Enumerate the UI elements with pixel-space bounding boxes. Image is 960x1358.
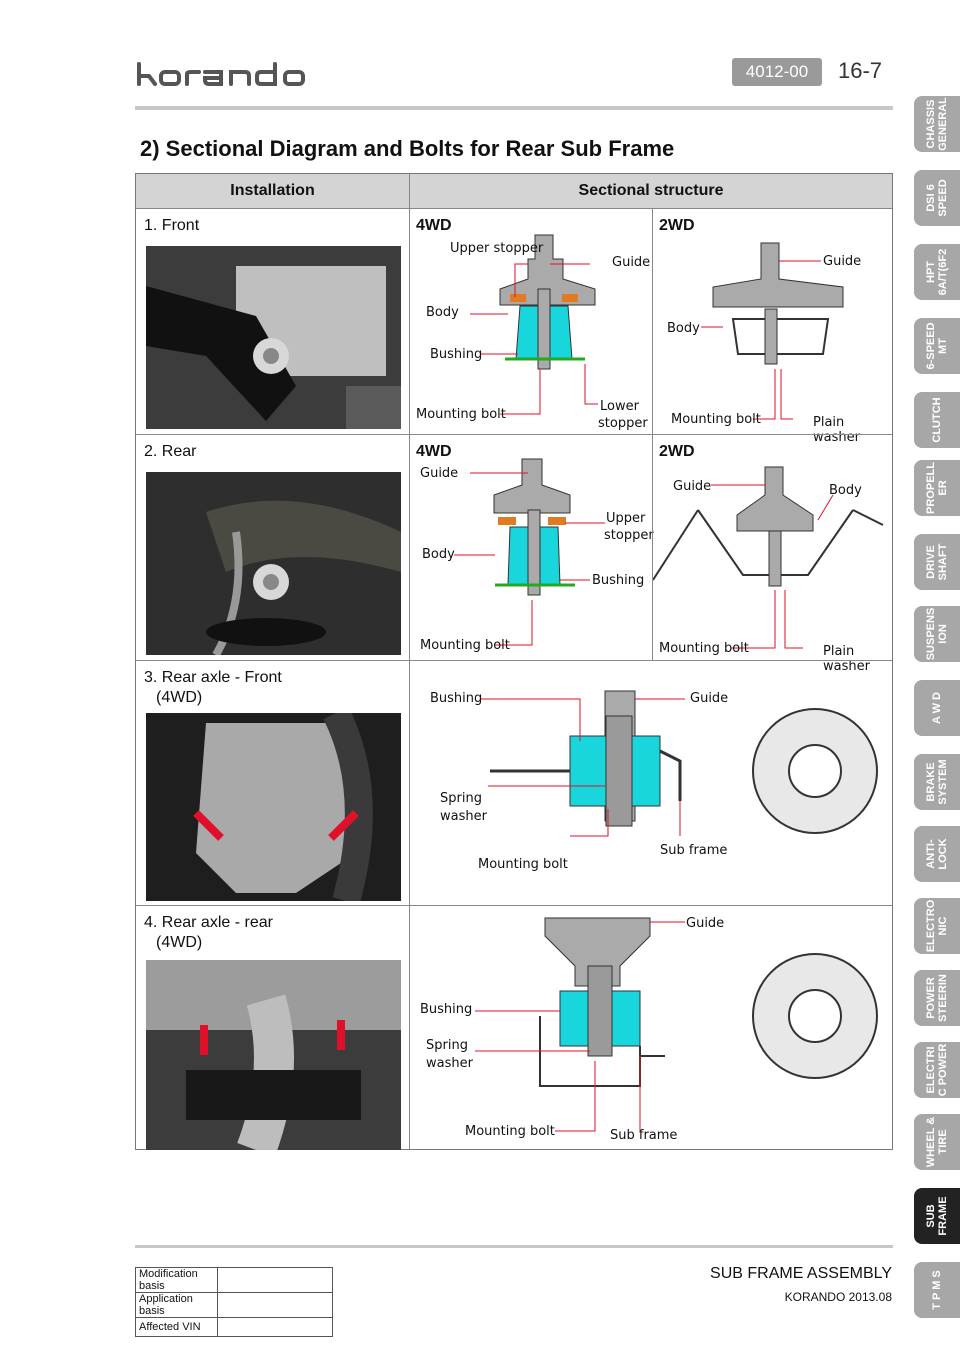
row1-photo bbox=[146, 246, 401, 429]
label-mounting-bolt: Mounting bolt bbox=[659, 641, 749, 656]
row4-installation: 4. Rear axle - rear (4WD) bbox=[136, 905, 409, 1150]
label-bushing: Bushing bbox=[592, 573, 645, 588]
row3-label: 3. Rear axle - Front bbox=[144, 669, 282, 686]
tab-electronic[interactable]: ELECTRO NIC bbox=[914, 898, 960, 954]
row1-2wd-label: 2WD bbox=[659, 217, 695, 234]
row2-4wd-label: 4WD bbox=[416, 443, 452, 460]
mod-basis-label: Modification basis bbox=[135, 1267, 218, 1293]
label-plain-washer: Plain washer bbox=[823, 644, 870, 674]
tab-awd[interactable]: A W D bbox=[914, 680, 960, 736]
section-code-badge: 4012-00 bbox=[732, 58, 822, 86]
row1-2wd-diagram: 2WD Guide Body Mounting bolt Plain washe… bbox=[652, 208, 892, 445]
label-spring: Spring bbox=[426, 1038, 468, 1053]
label-spring: Spring bbox=[440, 791, 482, 806]
tab-suspension[interactable]: SUSPENS ION bbox=[914, 606, 960, 662]
tab-tpms[interactable]: T P M S bbox=[914, 1262, 960, 1318]
app-basis-label: Application basis bbox=[135, 1292, 218, 1318]
label-body: Body bbox=[667, 321, 700, 336]
label-stopper: stopper bbox=[598, 416, 648, 431]
label-body: Body bbox=[829, 483, 862, 498]
label-body: Body bbox=[426, 305, 459, 320]
sectional-table: Installation Sectional structure 1. Fron… bbox=[135, 173, 893, 1150]
tab-sub-frame[interactable]: SUB FRAME bbox=[914, 1188, 960, 1244]
row4-label-sub: (4WD) bbox=[156, 934, 203, 951]
label-stopper: stopper bbox=[604, 528, 654, 543]
modification-table: Modification basis Application basis Aff… bbox=[135, 1267, 333, 1337]
tab-brake-system[interactable]: BRAKE SYSTEM bbox=[914, 754, 960, 810]
label-plain-washer: Plain washer bbox=[813, 415, 860, 445]
label-lower: Lower bbox=[600, 399, 639, 414]
label-mounting-bolt: Mounting bolt bbox=[478, 857, 568, 872]
label-mounting-bolt: Mounting bolt bbox=[465, 1124, 555, 1139]
label-bushing: Bushing bbox=[430, 691, 483, 706]
row3-installation: 3. Rear axle - Front (4WD) bbox=[136, 660, 409, 905]
affected-vin-value bbox=[217, 1317, 333, 1337]
label-upper-stopper: Upper stopper bbox=[450, 241, 544, 256]
label-guide: Guide bbox=[823, 254, 862, 269]
footer-subtitle: KORANDO 2013.08 bbox=[784, 1290, 892, 1304]
label-bushing: Bushing bbox=[420, 1002, 473, 1017]
row3-photo bbox=[146, 713, 401, 901]
tab-wheel-tire[interactable]: WHEEL & TIRE bbox=[914, 1114, 960, 1170]
label-washer: washer bbox=[440, 809, 487, 824]
row3-diagram: Bushing Guide Spring washer Mounting bol… bbox=[409, 660, 892, 905]
row1-installation: 1. Front bbox=[136, 208, 409, 434]
tab-dsi-6-speed[interactable]: DSI 6 SPEED bbox=[914, 170, 960, 226]
section-title: 2) Sectional Diagram and Bolts for Rear … bbox=[140, 136, 675, 161]
label-mounting-bolt: Mounting bolt bbox=[416, 407, 506, 422]
row3-label-sub: (4WD) bbox=[156, 689, 203, 706]
row4-label: 4. Rear axle - rear bbox=[144, 914, 273, 931]
tab-anti-lock[interactable]: ANTI- LOCK bbox=[914, 826, 960, 882]
header-installation: Installation bbox=[136, 174, 409, 208]
label-sub-frame: Sub frame bbox=[660, 843, 728, 858]
row2-2wd-label: 2WD bbox=[659, 443, 695, 460]
tab-chassis-general[interactable]: CHASSIS GENERAL bbox=[914, 96, 960, 152]
label-guide: Guide bbox=[686, 916, 725, 931]
row2-photo bbox=[146, 472, 401, 655]
tab-electric-power[interactable]: ELECTRI C POWER bbox=[914, 1042, 960, 1098]
label-mounting-bolt: Mounting bolt bbox=[671, 412, 761, 427]
tab-6-speed-mt[interactable]: 6-SPEED MT bbox=[914, 318, 960, 374]
label-guide: Guide bbox=[420, 466, 459, 481]
label-washer: washer bbox=[426, 1056, 473, 1071]
header-rule bbox=[135, 106, 893, 110]
label-sub-frame: Sub frame bbox=[610, 1128, 678, 1143]
row4-photo bbox=[146, 960, 401, 1150]
tab-drive-shaft[interactable]: DRIVE SHAFT bbox=[914, 534, 960, 590]
mod-basis-value bbox=[217, 1267, 333, 1293]
label-bushing: Bushing bbox=[430, 347, 483, 362]
footer-rule bbox=[135, 1245, 893, 1248]
header-sectional: Sectional structure bbox=[409, 174, 892, 208]
row2-installation: 2. Rear bbox=[136, 434, 409, 660]
label-guide: Guide bbox=[673, 479, 712, 494]
page-number: 16-7 bbox=[838, 58, 883, 83]
row2-label: 2. Rear bbox=[144, 443, 197, 460]
app-basis-value bbox=[217, 1292, 333, 1318]
tab-propeller[interactable]: PROPELL ER bbox=[914, 460, 960, 516]
row4-diagram: Guide Bushing Spring washer Mounting bol… bbox=[409, 905, 892, 1149]
tab-clutch[interactable]: CLUTCH bbox=[914, 392, 960, 448]
tab-hpt-6at[interactable]: HPT 6A/T(6F2 bbox=[914, 244, 960, 300]
korando-logo bbox=[137, 62, 305, 86]
row1-4wd-diagram: 4WD Upper stopper Guide Body Bushing Mou… bbox=[409, 208, 652, 434]
row1-4wd-label: 4WD bbox=[416, 217, 452, 234]
label-guide: Guide bbox=[612, 255, 651, 270]
affected-vin-label: Affected VIN bbox=[135, 1317, 218, 1337]
footer-title: SUB FRAME ASSEMBLY bbox=[710, 1265, 892, 1282]
label-mounting-bolt: Mounting bolt bbox=[420, 638, 510, 653]
label-guide: Guide bbox=[690, 691, 729, 706]
tab-power-steering[interactable]: POWER STEERIN bbox=[914, 970, 960, 1026]
row2-4wd-diagram: 4WD Guide Upper stopper Body Bushing Mou… bbox=[409, 434, 654, 660]
row1-label: 1. Front bbox=[144, 217, 200, 234]
row2-2wd-diagram: 2WD Guide Body Mounting bolt Plain washe… bbox=[652, 434, 892, 674]
label-body: Body bbox=[422, 547, 455, 562]
label-upper: Upper bbox=[606, 511, 646, 526]
